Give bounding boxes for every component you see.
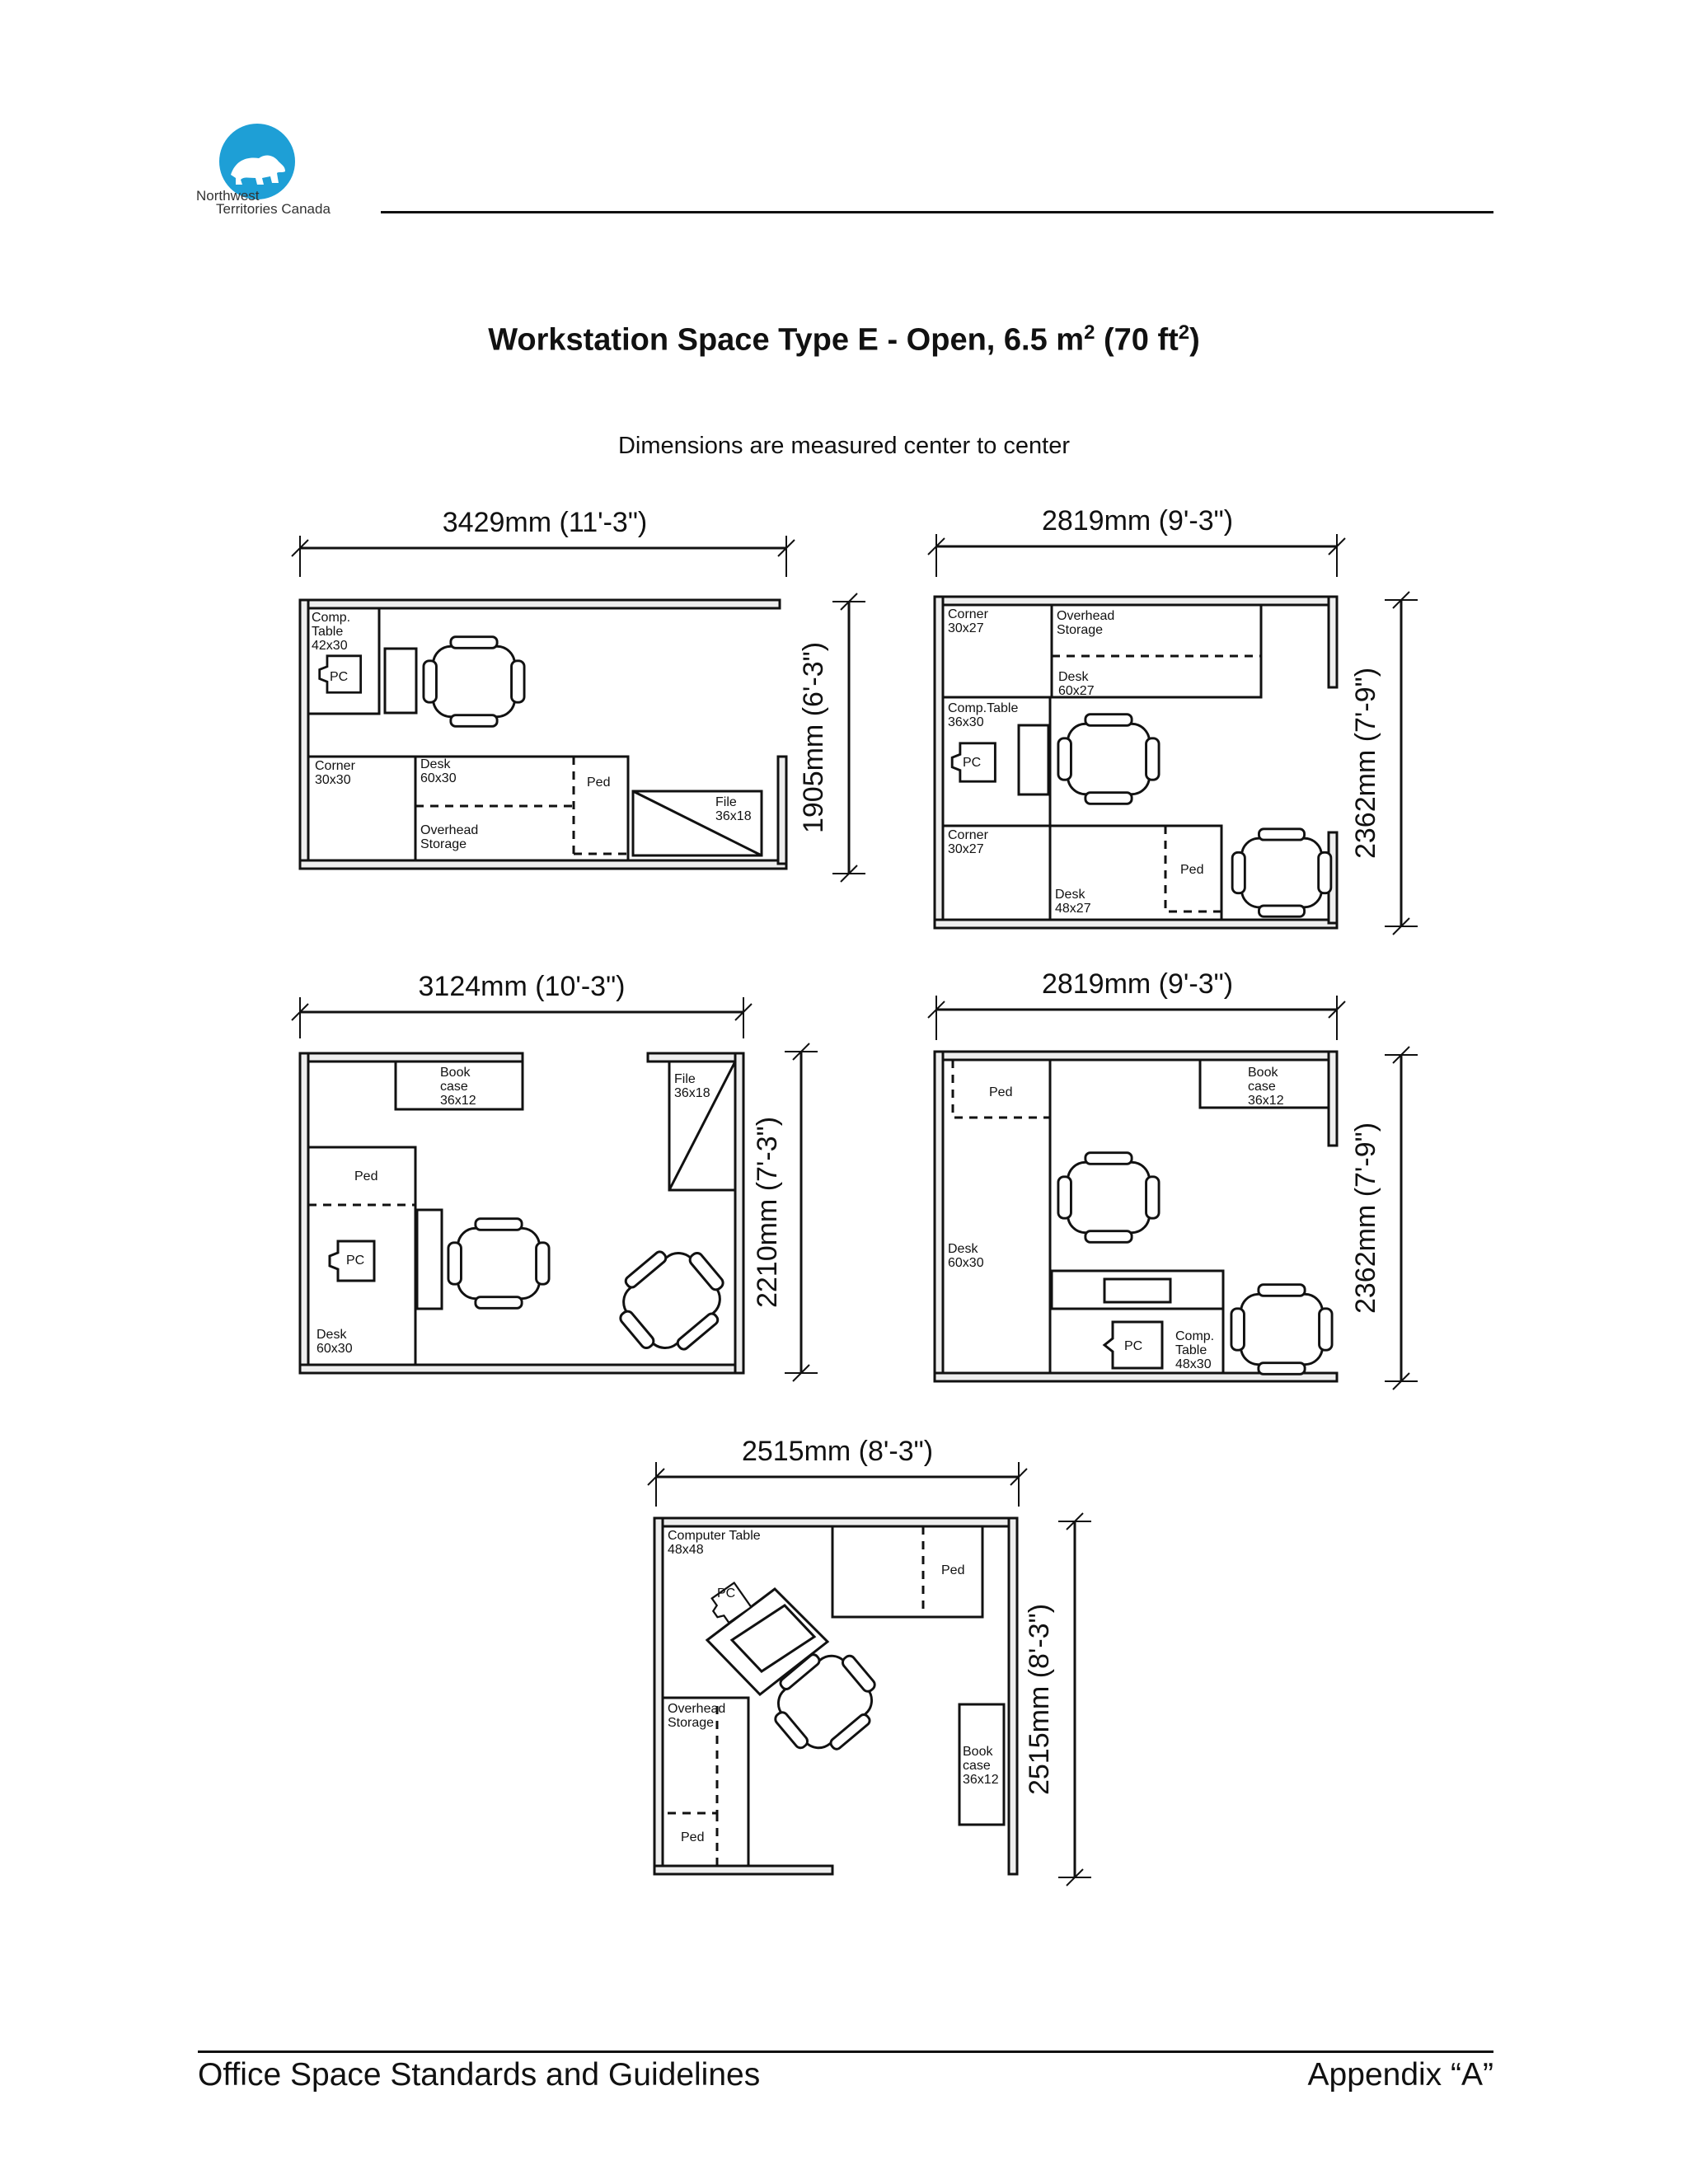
- nwt-logo: Northwest Territories Canada: [196, 124, 377, 223]
- furniture-label: 60x27: [1058, 684, 1095, 698]
- furniture-label: File: [715, 795, 737, 809]
- furniture-label: Ped: [941, 1563, 964, 1577]
- footer-appendix: Appendix “A”: [1307, 2057, 1493, 2093]
- furniture-label: 36x18: [715, 809, 752, 823]
- furniture-label: 36x30: [948, 715, 984, 729]
- plan-1-height-label: 1905mm (6'-3"): [798, 642, 829, 833]
- header-rule: [381, 211, 1493, 213]
- furniture-label: 36x12: [963, 1773, 999, 1787]
- furniture-label: Storage: [1057, 623, 1103, 637]
- plan-3: [291, 997, 818, 1382]
- plan-2-labels: Corner 30x27 Overhead Storage Desk 60x27…: [948, 607, 1203, 916]
- footer-rule: [198, 2050, 1493, 2053]
- furniture-label: Comp.Table: [948, 701, 1018, 715]
- plan-1: [291, 536, 865, 883]
- furniture-label: PC: [717, 1586, 735, 1601]
- furniture-label: Desk: [948, 1242, 978, 1256]
- furniture-label: PC: [963, 756, 981, 770]
- furniture-label: Ped: [681, 1830, 704, 1844]
- furniture-label: Desk: [1055, 888, 1085, 902]
- chair-icon: [1057, 713, 1160, 805]
- furniture-label: Overhead: [668, 1702, 725, 1716]
- furniture-label: Storage: [420, 837, 467, 851]
- plan-1-width-label: 3429mm (11'-3"): [443, 507, 647, 538]
- furniture-label: 30x27: [948, 842, 984, 856]
- logo-text-line1: Northwest: [196, 188, 260, 204]
- plan-2: [927, 534, 1418, 935]
- furniture-label: Desk: [316, 1328, 347, 1342]
- furniture-label: Book: [1248, 1066, 1278, 1080]
- furniture-label: Computer Table: [668, 1529, 761, 1543]
- chair-icon: [422, 635, 526, 728]
- furniture-label: PC: [330, 670, 348, 684]
- chair-icon: [447, 1217, 551, 1310]
- furniture-label: Comp.: [312, 611, 350, 625]
- plan-4: [927, 996, 1418, 1390]
- furniture-label: Desk: [420, 757, 451, 771]
- furniture-label: Ped: [1180, 863, 1203, 877]
- footer-document-title: Office Space Standards and Guidelines: [198, 2057, 761, 2093]
- furniture-label: Ped: [354, 1169, 377, 1183]
- furniture-label: Storage: [668, 1716, 714, 1730]
- furniture-label: 30x27: [948, 621, 984, 635]
- furniture-label: Desk: [1058, 670, 1089, 684]
- plan-1-labels: Comp. Table 42x30 PC Corner 30x30 Desk 6…: [312, 611, 752, 851]
- furniture-label: 60x30: [948, 1256, 984, 1270]
- plan-4-width-label: 2819mm (9'-3"): [1042, 968, 1233, 1000]
- furniture-symbols: [318, 635, 1334, 1770]
- polar-bear-logo-icon: [219, 124, 295, 199]
- furniture-label: Overhead: [420, 823, 478, 837]
- furniture-label: 48x48: [668, 1543, 704, 1557]
- plan-4-labels: Ped Book case 36x12 Desk 60x30 PC Comp. …: [948, 1066, 1284, 1371]
- furniture-label: case: [963, 1759, 991, 1773]
- furniture-label: case: [440, 1080, 468, 1094]
- plan-5-labels: Computer Table 48x48 PC Ped Overhead Sto…: [668, 1529, 999, 1844]
- furniture-label: Ped: [989, 1085, 1012, 1099]
- plan-2-width-label: 2819mm (9'-3"): [1042, 505, 1233, 537]
- furniture-label: Corner: [315, 759, 356, 773]
- furniture-label: 48x27: [1055, 902, 1091, 916]
- plan-5: [647, 1462, 1091, 1886]
- plan-5-height-label: 2515mm (8'-3"): [1024, 1604, 1055, 1795]
- furniture-label: PC: [1124, 1339, 1142, 1353]
- furniture-label: 60x30: [316, 1342, 353, 1356]
- furniture-label: Corner: [948, 828, 989, 842]
- chair-icon: [601, 1230, 743, 1371]
- furniture-label: 42x30: [312, 639, 348, 653]
- furniture-label: case: [1248, 1080, 1276, 1094]
- furniture-label: 36x12: [1248, 1094, 1284, 1108]
- furniture-label: Table: [1175, 1343, 1207, 1357]
- furniture-label: File: [674, 1072, 696, 1086]
- plan-3-height-label: 2210mm (7'-3"): [752, 1117, 783, 1308]
- logo-text-line2: Territories Canada: [216, 201, 331, 217]
- furniture-label: Comp.: [1175, 1329, 1214, 1343]
- furniture-label: 36x18: [674, 1086, 710, 1100]
- furniture-label: 30x30: [315, 773, 351, 787]
- chair-icon: [1057, 1151, 1160, 1244]
- page-title: Workstation Space Type E - Open, 6.5 m2 …: [488, 321, 1200, 358]
- furniture-label: Ped: [587, 776, 610, 790]
- furniture-label: Corner: [948, 607, 989, 621]
- plan-2-height-label: 2362mm (7'-9"): [1350, 668, 1381, 859]
- plan-3-labels: Book case 36x12 File 36x18 Ped PC Desk 6…: [316, 1066, 710, 1356]
- furniture-label: Book: [440, 1066, 471, 1080]
- furniture-label: Book: [963, 1745, 993, 1759]
- chair-icon: [1230, 1283, 1334, 1376]
- computer-icon: [1102, 1320, 1164, 1370]
- plan-3-width-label: 3124mm (10'-3"): [419, 971, 626, 1002]
- plan-4-height-label: 2362mm (7'-9"): [1350, 1122, 1381, 1314]
- furniture-label: 36x12: [440, 1094, 476, 1108]
- plan-5-width-label: 2515mm (8'-3"): [742, 1436, 933, 1467]
- chair-icon: [1231, 827, 1333, 918]
- furniture-label: 48x30: [1175, 1357, 1212, 1371]
- furniture-label: Table: [312, 625, 343, 639]
- page-subtitle: Dimensions are measured center to center: [617, 433, 1071, 459]
- furniture-label: Overhead: [1057, 609, 1114, 623]
- furniture-label: 60x30: [420, 771, 457, 785]
- furniture-label: PC: [346, 1254, 364, 1268]
